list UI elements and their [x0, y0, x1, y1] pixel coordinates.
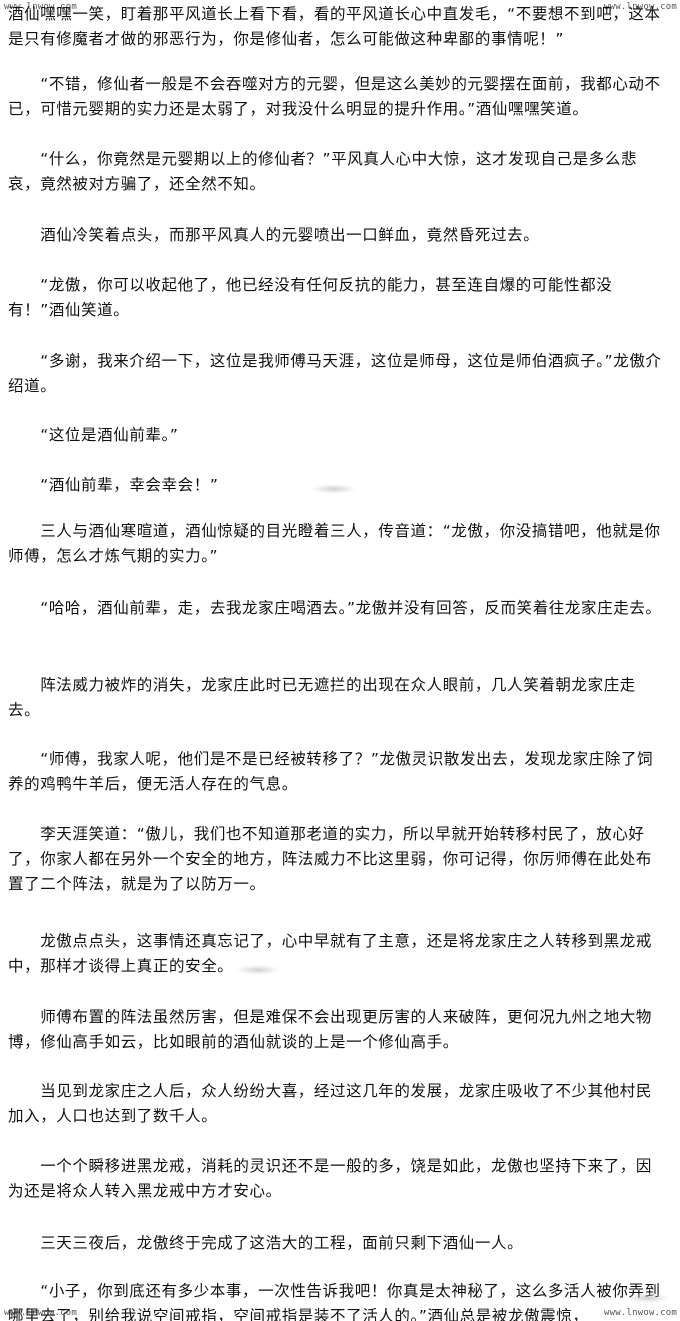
paragraph-15: 师傅布置的阵法虽然厉害，但是难保不会出现更厉害的人来破阵，更何况九州之地大物博，…: [8, 1008, 653, 1051]
paragraph-1: 酒仙嘿嘿一笑，盯着那平风道长上看下看，看的平风道长心中直发毛，“不要想不到吧，这…: [8, 5, 661, 48]
paragraph-5: “龙傲，你可以收起他了，他已经没有任何反抗的能力，甚至连自爆的可能性都没有！”酒…: [8, 276, 613, 319]
watermark-top-left: www.lnwow.com: [4, 2, 78, 12]
paragraph-19: “小子，你到底还有多少本事，一次性告诉我吧！你真是太神秘了，这么多活人被你弄到哪…: [8, 1282, 661, 1321]
paragraph-10: “哈哈，酒仙前辈，走，去我龙家庄喝酒去。”龙傲并没有回答，反而笑着往龙家庄走去。: [8, 599, 662, 617]
paragraph-4: 酒仙冷笑着点头，而那平风真人的元婴喷出一口鲜血，竟然昏死过去。: [8, 226, 540, 244]
paragraph-9: 三人与酒仙寒暄道，酒仙惊疑的目光瞪着三人，传音道：“龙傲，你没搞错吧，他就是你师…: [8, 522, 661, 565]
paragraph-11: 阵法威力被炸的消失，龙家庄此时已无遮拦的出现在众人眼前，几人笑着朝龙家庄走去。: [8, 676, 636, 719]
paragraph-16: 当见到龙家庄之人后，众人纷纷大喜，经过这几年的发展，龙家庄吸收了不少其他村民加入…: [8, 1082, 653, 1125]
watermark-bottom-left: www.lnwow.com: [4, 1308, 78, 1318]
paragraph-18: 三天三夜后，龙傲终于完成了这浩大的工程，面前只剩下酒仙一人。: [8, 1234, 524, 1252]
paragraph-12: “师傅，我家人呢，他们是不是已经被转移了？”龙傲灵识散发出去，发现龙家庄除了饲养…: [8, 750, 654, 793]
scan-speck: [236, 965, 280, 975]
paragraph-13: 李天涯笑道：“傲儿，我们也不知道那老道的实力，所以早就开始转移村民了，放心好了，…: [8, 825, 653, 893]
watermark-bottom-right: www.lnwow.com: [604, 1308, 678, 1318]
scan-speck: [626, 1293, 670, 1303]
paragraph-6: “多谢，我来介绍一下，这位是我师傅马天涯，这位是师母，这位是师伯酒疯子。”龙傲介…: [8, 352, 662, 395]
paragraph-8: “酒仙前辈，幸会幸会！”: [8, 476, 219, 494]
paragraph-2: “不错，修仙者一般是不会吞噬对方的元婴，但是这么美妙的元婴摆在面前，我都心动不已…: [8, 75, 661, 118]
paragraph-7: “这位是酒仙前辈。”: [8, 426, 179, 444]
watermark-top-right: www.lnwow.com: [604, 2, 678, 12]
paragraph-3: “什么，你竟然是元婴期以上的修仙者？”平风真人心中大惊，这才发现自己是多么悲哀，…: [8, 150, 638, 193]
scan-speck: [312, 484, 356, 494]
paragraph-14: 龙傲点点头，这事情还真忘记了，心中早就有了主意，还是将龙家庄之人转移到黑龙戒中，…: [8, 932, 653, 975]
paragraph-17: 一个个瞬移进黑龙戒，消耗的灵识还不是一般的多，饶是如此，龙傲也坚持下来了，因为还…: [8, 1157, 653, 1200]
